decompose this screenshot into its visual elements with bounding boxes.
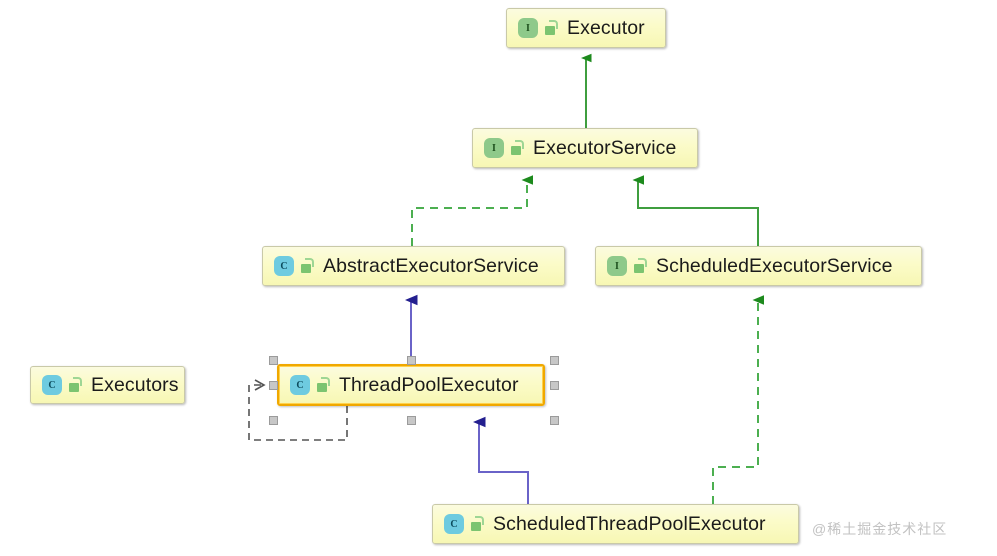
selection-handle-e[interactable]	[550, 381, 559, 390]
edge-abstractexecutorservice-implements-executorservice	[411, 175, 533, 246]
selection-handle-n[interactable]	[407, 356, 416, 365]
node-label: ThreadPoolExecutor	[339, 373, 519, 396]
lock-icon	[469, 515, 484, 533]
edge-scheduledexecutorservice-extends-executorservice	[632, 175, 759, 246]
lock-icon	[315, 376, 330, 394]
node-scheduled-thread-pool-executor[interactable]: C ScheduledThreadPoolExecutor	[432, 504, 799, 544]
edge-scheduledthreadpoolexecutor-extends-threadpoolexecutor	[473, 416, 529, 504]
node-executors[interactable]: C Executors	[30, 366, 185, 404]
node-label: AbstractExecutorService	[323, 254, 539, 277]
node-executor-service[interactable]: I ExecutorService	[472, 128, 698, 168]
node-scheduled-executor-service[interactable]: I ScheduledExecutorService	[595, 246, 922, 286]
selection-handle-nw[interactable]	[269, 356, 278, 365]
class-icon: C	[289, 374, 311, 396]
edge-scheduledthreadpoolexecutor-implements-scheduledexecutorservice	[712, 295, 764, 504]
selection-handle-ne[interactable]	[550, 356, 559, 365]
node-label: ScheduledExecutorService	[656, 254, 893, 277]
selection-handle-se[interactable]	[550, 416, 559, 425]
lock-icon	[67, 376, 82, 394]
watermark: @稀土掘金技术社区	[812, 521, 948, 537]
class-icon: C	[273, 255, 295, 277]
node-label: Executors	[91, 373, 179, 396]
node-abstract-executor-service[interactable]: C AbstractExecutorService	[262, 246, 565, 286]
lock-icon	[299, 257, 314, 275]
node-executor[interactable]: I Executor	[506, 8, 666, 48]
node-label: Executor	[567, 16, 645, 39]
node-thread-pool-executor[interactable]: C ThreadPoolExecutor	[277, 364, 545, 406]
lock-icon	[543, 19, 558, 37]
node-label: ExecutorService	[533, 136, 677, 159]
lock-icon	[509, 139, 524, 157]
node-label: ScheduledThreadPoolExecutor	[493, 512, 766, 535]
class-icon: C	[41, 374, 63, 396]
interface-icon: I	[483, 137, 505, 159]
interface-icon: I	[606, 255, 628, 277]
class-icon: C	[443, 513, 465, 535]
selection-handle-sw[interactable]	[269, 416, 278, 425]
selection-handle-w[interactable]	[269, 381, 278, 390]
selection-handle-s[interactable]	[407, 416, 416, 425]
interface-icon: I	[517, 17, 539, 39]
lock-icon	[632, 257, 647, 275]
